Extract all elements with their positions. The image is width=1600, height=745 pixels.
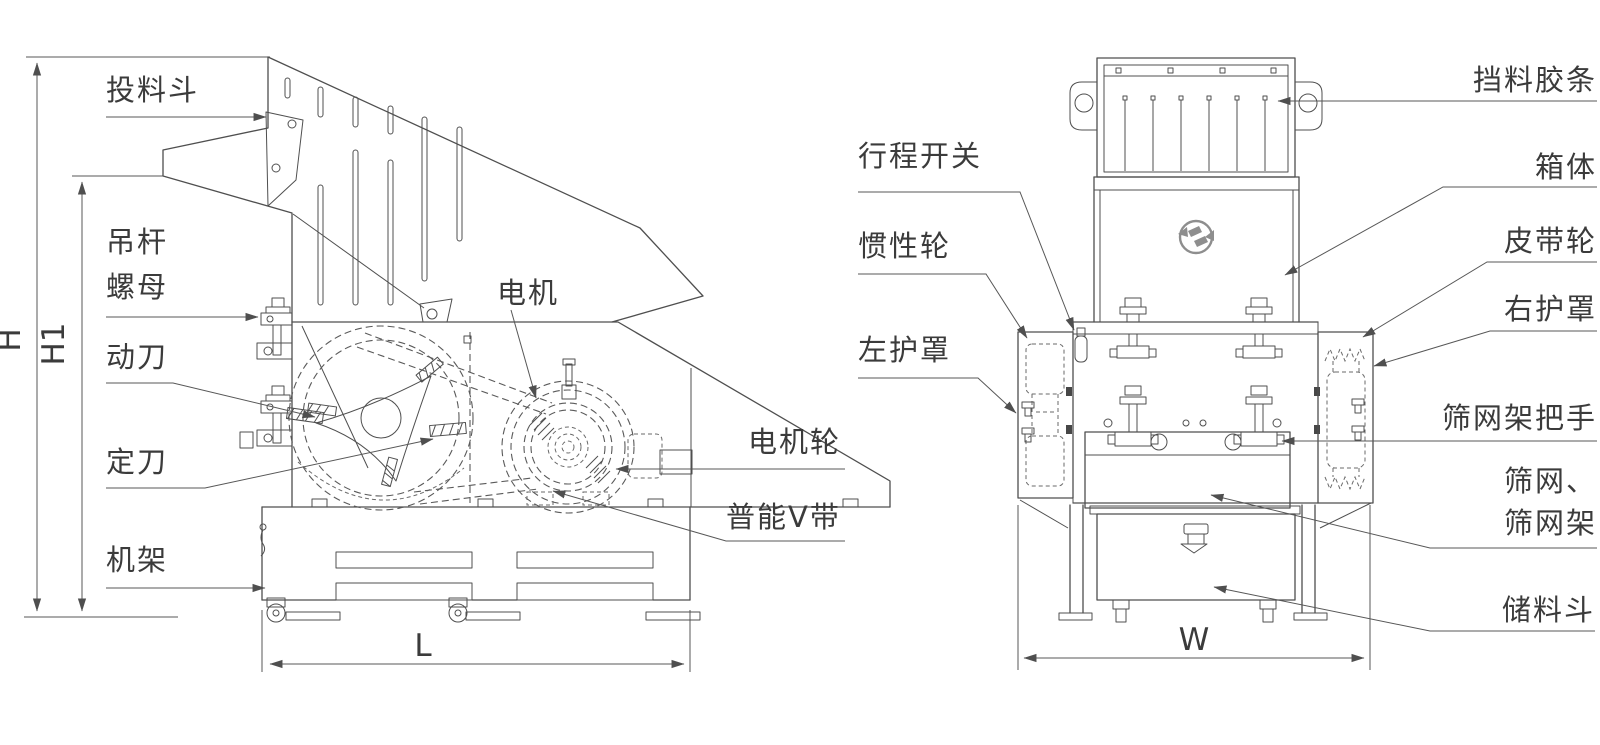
front-legs — [1019, 499, 1372, 621]
label-screen-frame-handle: 筛网架把手 — [1442, 401, 1597, 435]
front-chamber — [1072, 297, 1319, 504]
side-v-belt — [356, 332, 553, 505]
leader-belt-pulley — [1362, 261, 1597, 338]
rubber-strips — [1122, 95, 1268, 171]
leader-limit-switch — [858, 191, 1075, 331]
label-belt-pulley: 皮带轮 — [1504, 224, 1597, 258]
label-left-guard: 左护罩 — [858, 333, 951, 367]
leader-inertia-wheel — [858, 273, 1028, 339]
front-flange — [1072, 321, 1319, 335]
label-feed-hopper: 投料斗 — [106, 73, 199, 107]
chamber-bolt-2 — [1235, 297, 1283, 359]
leader-storage-hopper — [1213, 585, 1595, 632]
dim-l-label: L — [414, 628, 432, 664]
label-moving-blade: 动刀 — [106, 340, 168, 374]
label-storage-hopper: 储料斗 — [1502, 593, 1595, 627]
label-motor-pulley: 电机轮 — [748, 425, 841, 459]
front-view: W 行程开关 惯性轮 左护罩 挡料胶条 箱体 皮带轮 右护罩 筛网架把手 筛网、… — [858, 57, 1597, 670]
label-nut: 螺母 — [106, 270, 168, 304]
side-rotor — [285, 325, 474, 511]
latch-clasp — [1180, 523, 1209, 554]
label-screen-line1: 筛网、 — [1504, 464, 1597, 498]
side-hanger-rod-nuts — [239, 297, 293, 557]
screen-bolt-2 — [1233, 385, 1285, 447]
dim-w-label: W — [1179, 622, 1210, 658]
front-right-guard — [1314, 331, 1374, 504]
label-limit-switch: 行程开关 — [858, 139, 982, 173]
moving-blade-2 — [307, 402, 338, 417]
screen-bolt-1 — [1107, 385, 1159, 447]
fixed-blade-left — [285, 407, 325, 424]
dimension-l: L — [261, 610, 691, 672]
leader-left-guard — [858, 377, 1017, 414]
side-machine-frame — [261, 506, 701, 623]
limit-switch — [1074, 327, 1088, 363]
lifting-lug-left — [1069, 81, 1097, 131]
screen-handle-right — [1224, 433, 1242, 451]
fixed-blade-right — [429, 421, 467, 438]
label-baffle-rubber-strip: 挡料胶条 — [1473, 63, 1597, 97]
dim-h1-label: H1 — [36, 322, 72, 365]
label-inertia-wheel: 惯性轮 — [858, 229, 951, 263]
dimension-h1: H1 — [36, 175, 163, 612]
label-cabinet: 箱体 — [1535, 150, 1597, 184]
label-hanger-rod: 吊杆 — [106, 225, 168, 259]
front-hopper — [1069, 57, 1323, 178]
label-v-belt: 普能V带 — [726, 500, 841, 534]
brand-logo — [1178, 219, 1214, 255]
side-motor — [501, 358, 693, 514]
label-screen-line2: 筛网架 — [1504, 506, 1597, 540]
moving-blade-3 — [381, 456, 398, 488]
front-left-guard — [1017, 327, 1088, 499]
leader-moving-blade — [106, 382, 316, 419]
side-feed-hopper — [162, 56, 704, 323]
chamber-bolt-1 — [1109, 297, 1157, 359]
label-fixed-blade: 定刀 — [106, 445, 168, 479]
leader-screen — [1210, 493, 1597, 549]
label-right-guard: 右护罩 — [1504, 292, 1597, 326]
leader-cabinet — [1284, 186, 1597, 276]
front-screen-frame — [1084, 418, 1291, 509]
dimension-w: W — [1017, 505, 1371, 670]
front-cabinet — [1093, 176, 1300, 323]
front-storage-hopper — [1089, 505, 1301, 623]
screen-handle-left — [1150, 433, 1168, 451]
side-view: H H1 L — [0, 56, 891, 672]
leader-fixed-blade — [106, 437, 434, 489]
leader-motor — [510, 309, 537, 399]
dim-h-label: H — [0, 328, 28, 351]
leader-right-guard — [1373, 330, 1597, 367]
moving-blade-1 — [415, 356, 444, 383]
lifting-lug-right — [1295, 81, 1323, 131]
dimension-h: H — [0, 56, 270, 618]
label-machine-frame: 机架 — [106, 543, 168, 577]
side-chamber-body — [261, 321, 891, 508]
leader-v-belt — [552, 490, 845, 542]
label-motor: 电机 — [497, 276, 559, 310]
